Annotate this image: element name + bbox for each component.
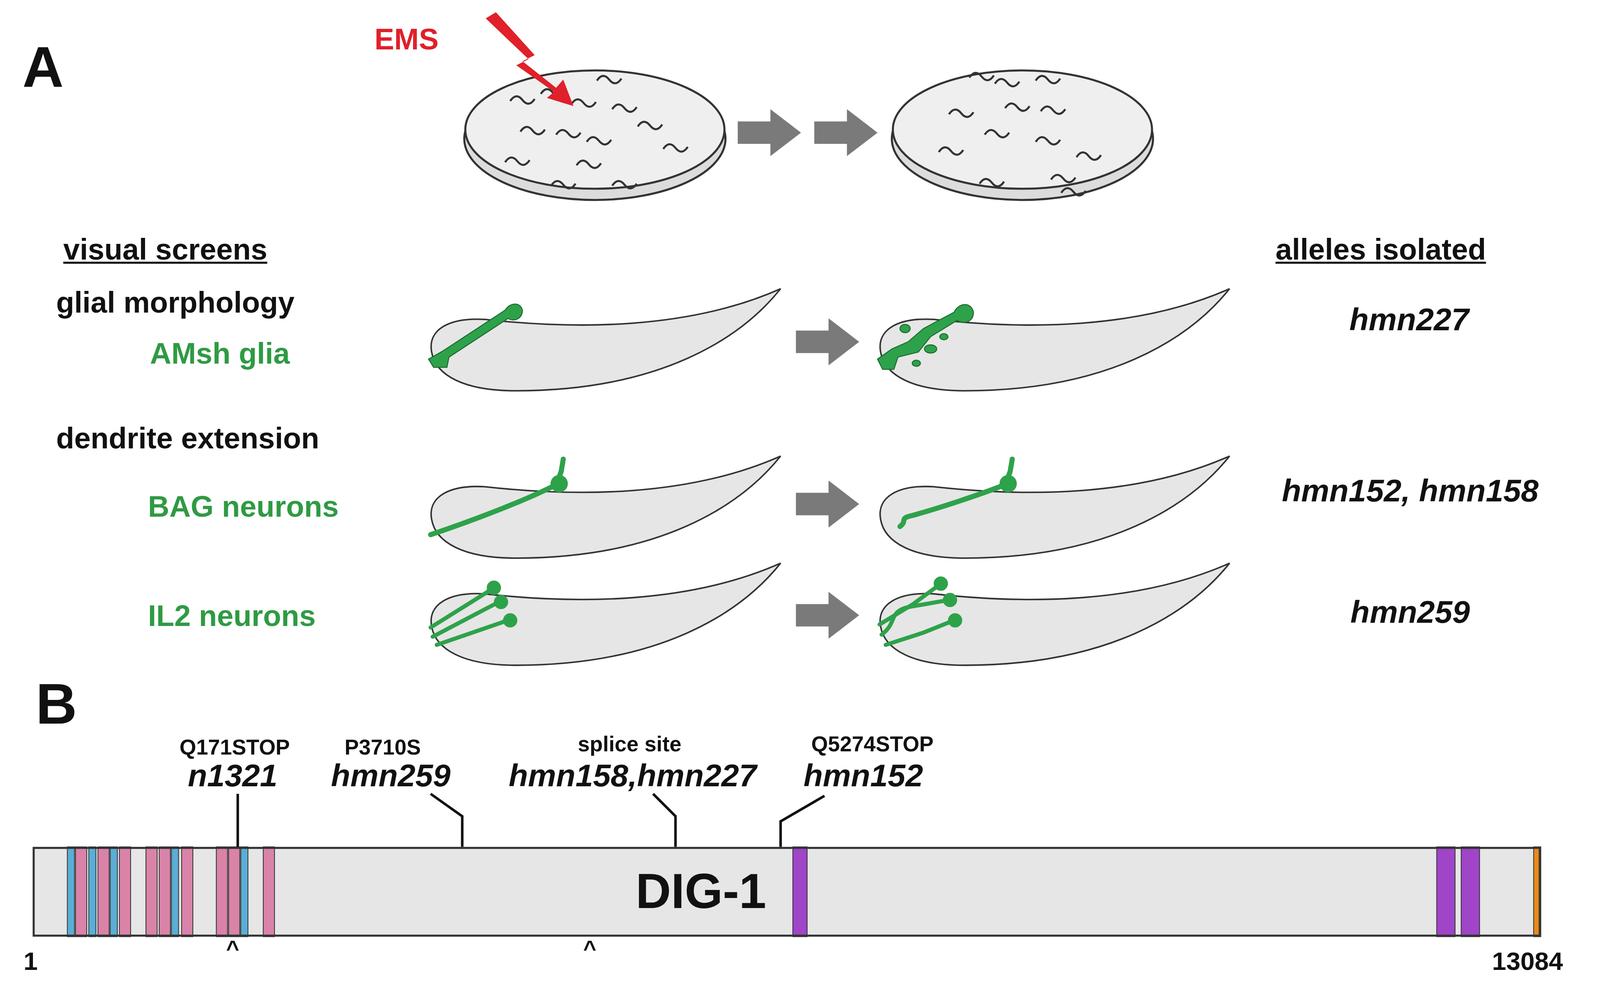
- mutation-label: splice site: [577, 733, 682, 755]
- protein-box: DIG-1: [32, 847, 1541, 937]
- mutation-label: P3710S: [344, 736, 421, 758]
- mutation-label: Q5274STOP: [811, 733, 934, 755]
- process-arrow: [795, 480, 860, 528]
- petri-dish: [892, 70, 1154, 201]
- screen-name: glial morphology: [56, 288, 295, 318]
- petri-dish: [464, 70, 726, 201]
- cell-type: IL2 neurons: [147, 601, 316, 632]
- il2-neuron: [430, 578, 961, 645]
- protein-bar: [32, 847, 1541, 937]
- screen-name: dendrite extension: [56, 423, 320, 454]
- process-arrow: [795, 318, 860, 366]
- allele-name: hmn227: [1349, 303, 1470, 336]
- position-mark: ^: [226, 937, 240, 961]
- column-heading: alleles isolated: [1275, 235, 1486, 265]
- allele-name: n1321: [187, 759, 278, 792]
- mutagen-label: EMS: [374, 24, 439, 55]
- cell-type: AMsh glia: [149, 339, 290, 369]
- panel-letter: A: [22, 38, 64, 97]
- cell-type: BAG neurons: [147, 492, 339, 522]
- worm: [431, 288, 1230, 666]
- process-arrow: [814, 109, 878, 157]
- domain-stripes: [67, 847, 1541, 937]
- process-arrow: [795, 591, 860, 639]
- residue-number: 13084: [1491, 948, 1564, 974]
- protein-name: DIG-1: [635, 867, 767, 917]
- allele-name: hmn158,hmn227: [508, 759, 757, 792]
- column-heading: visual screens: [63, 235, 268, 265]
- position-mark: ^: [583, 937, 597, 961]
- panel-letter: B: [35, 675, 78, 733]
- amsh-glia: [428, 304, 974, 370]
- residue-number: 1: [23, 948, 38, 974]
- allele-name: hmn259: [1350, 596, 1471, 629]
- mutation-label: Q171STOP: [179, 736, 291, 758]
- leader-line: [237, 793, 825, 848]
- process-arrow: [737, 109, 801, 157]
- bag-neuron: [430, 459, 1015, 535]
- allele-name: hmn152, hmn158: [1281, 474, 1539, 507]
- mutagen-arrow: [485, 12, 574, 107]
- allele-name: hmn259: [331, 759, 451, 792]
- allele-name: hmn152: [803, 759, 924, 792]
